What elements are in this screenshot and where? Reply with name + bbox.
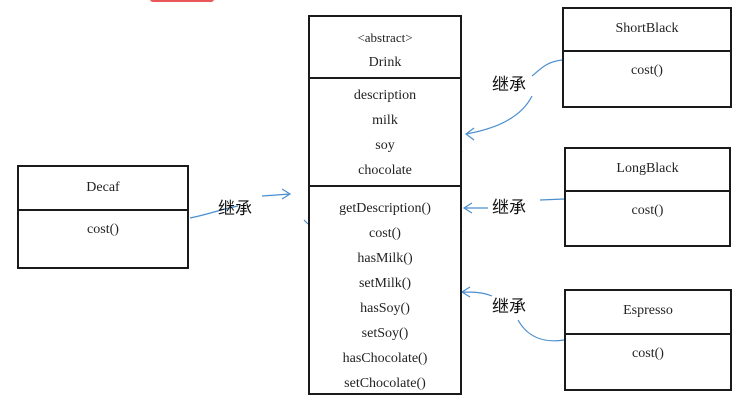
attribute-soy: soy xyxy=(375,138,395,153)
method-haschocolate: hasChocolate() xyxy=(342,351,428,366)
decaf-inheritance-line xyxy=(189,205,239,219)
shortblack-inheritance-line xyxy=(531,59,563,77)
method-hasmilk: hasMilk() xyxy=(357,251,413,266)
shortblack-class-box: ShortBlack cost() xyxy=(562,7,732,108)
espresso-class-header: Espresso xyxy=(566,291,730,335)
longblack-class-name: LongBlack xyxy=(616,161,679,176)
longblack-class-header: LongBlack xyxy=(566,149,729,192)
drink-stereotype: <abstract> xyxy=(357,30,413,45)
attribute-chocolate: chocolate xyxy=(358,163,412,178)
longblack-methods: cost() xyxy=(566,192,729,223)
method-setsoy: setSoy() xyxy=(361,326,409,341)
drink-class-box: <abstract> Drink description milk soy ch… xyxy=(308,15,462,395)
decaf-method-cost: cost() xyxy=(87,222,119,237)
shortblack-class-header: ShortBlack xyxy=(564,9,730,52)
espresso-class-box: Espresso cost() xyxy=(564,289,732,391)
cropped-red-mark xyxy=(150,0,214,2)
method-setmilk: setMilk() xyxy=(358,276,412,291)
longblack-method-cost: cost() xyxy=(631,203,664,218)
shortblack-method-cost: cost() xyxy=(631,63,663,78)
espresso-methods: cost() xyxy=(566,335,730,366)
longblack-class-box: LongBlack cost() xyxy=(564,147,731,247)
shortblack-methods: cost() xyxy=(564,52,730,83)
decaf-inheritance-arrow xyxy=(261,188,292,200)
attribute-milk: milk xyxy=(372,113,398,128)
espresso-inheritance-label: 继承 xyxy=(492,297,526,317)
longblack-inheritance-arrow xyxy=(462,202,488,214)
decaf-inheritance-label: 继承 xyxy=(218,199,252,219)
longblack-inheritance-label: 继承 xyxy=(492,198,526,218)
method-hassoy: hasSoy() xyxy=(360,301,410,316)
decaf-methods: cost() xyxy=(19,211,187,242)
drink-methods: getDescription() cost() hasMilk() setMil… xyxy=(310,187,460,396)
espresso-class-name: Espresso xyxy=(623,303,673,318)
shortblack-class-name: ShortBlack xyxy=(615,21,679,36)
shortblack-inheritance-arrow xyxy=(465,95,533,141)
drink-class-header: <abstract> Drink xyxy=(310,17,460,79)
decaf-class-header: Decaf xyxy=(19,167,187,211)
attribute-description: description xyxy=(353,88,417,103)
espresso-method-cost: cost() xyxy=(632,346,664,361)
method-cost: cost() xyxy=(369,226,401,241)
drink-attributes: description milk soy chocolate xyxy=(310,79,460,187)
shortblack-inheritance-label: 继承 xyxy=(492,75,526,95)
decaf-class-box: Decaf cost() xyxy=(17,165,189,269)
drink-class-name: Drink xyxy=(368,55,402,70)
espresso-inheritance-line xyxy=(517,319,565,342)
method-getdescription: getDescription() xyxy=(339,201,431,216)
longblack-inheritance-line xyxy=(539,198,565,201)
espresso-inheritance-arrow xyxy=(460,286,493,298)
method-setchocolate: setChocolate() xyxy=(344,376,426,391)
decaf-class-name: Decaf xyxy=(86,180,120,195)
